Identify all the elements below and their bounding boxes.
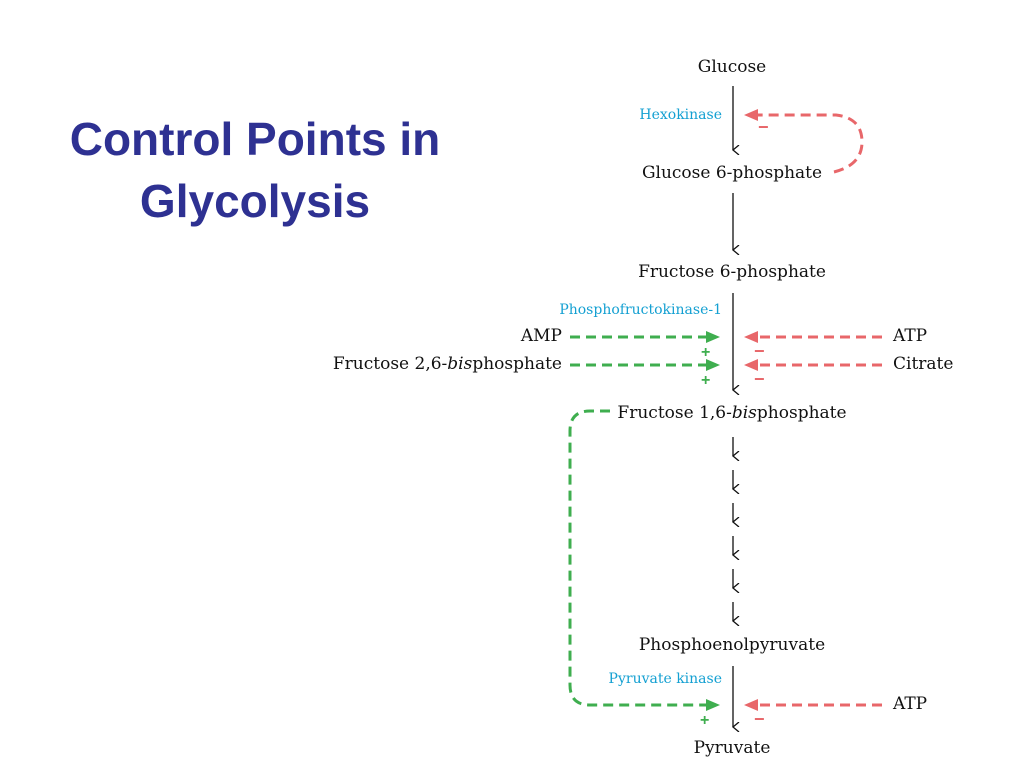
f16bp-feedforward-loop (568, 409, 706, 707)
f16bp-italic: bis (732, 403, 757, 423)
fructose-2-6-bisphosphate-label: Fructose 2,6-bisphosphate (333, 354, 562, 374)
f26bp-prefix: Fructose 2,6- (333, 354, 447, 374)
phosphoenolpyruvate-label: Phosphoenolpyruvate (639, 635, 825, 655)
hexokinase-minus-sign: − (758, 117, 769, 137)
pyruvate-kinase-plus-sign: + (700, 712, 709, 729)
pyruvate-kinase-label: Pyruvate kinase (609, 671, 722, 687)
f16bp-suffix: phosphate (757, 403, 847, 423)
pyruvate-kinase-activate-arrowhead (706, 699, 720, 711)
amp-label: AMP (520, 326, 562, 346)
f16bp-prefix: Fructose 1,6- (617, 403, 731, 423)
citrate-label: Citrate (893, 354, 953, 374)
f26bp-arrowhead (706, 359, 720, 371)
title-line-1: Control Points in (69, 113, 441, 165)
slide-title: Control Points in Glycolysis (20, 108, 490, 232)
title-line-2: Glycolysis (139, 175, 371, 227)
citrate-arrowhead (744, 359, 758, 371)
f26bp-italic: bis (447, 354, 472, 374)
atp-pyruvate-kinase-label: ATP (892, 694, 927, 714)
f26bp-plus-sign: + (701, 372, 710, 389)
atp-pk-minus-sign: − (754, 709, 765, 729)
atp-pfk-label: ATP (892, 326, 927, 346)
phosphofructokinase-1-label: Phosphofructokinase-1 (559, 302, 722, 318)
f26bp-suffix: phosphate (472, 354, 562, 374)
glucose-6-phosphate-label: Glucose 6-phosphate (642, 163, 822, 183)
fructose-1-6-bisphosphate-label: Fructose 1,6-bisphosphate (617, 403, 846, 423)
amp-arrowhead (706, 331, 720, 343)
fructose-6-phosphate-label: Fructose 6-phosphate (638, 262, 826, 282)
atp-pk-arrowhead (744, 699, 758, 711)
citrate-minus-sign: − (754, 369, 765, 389)
pyruvate-label: Pyruvate (694, 738, 771, 758)
hexokinase-inhibit-arrowhead (744, 109, 758, 121)
amp-plus-sign: + (701, 344, 710, 361)
atp-pfk-minus-sign: − (754, 341, 765, 361)
glucose-label: Glucose (698, 57, 767, 77)
atp-pfk-arrowhead (744, 331, 758, 343)
hexokinase-label: Hexokinase (639, 107, 722, 123)
